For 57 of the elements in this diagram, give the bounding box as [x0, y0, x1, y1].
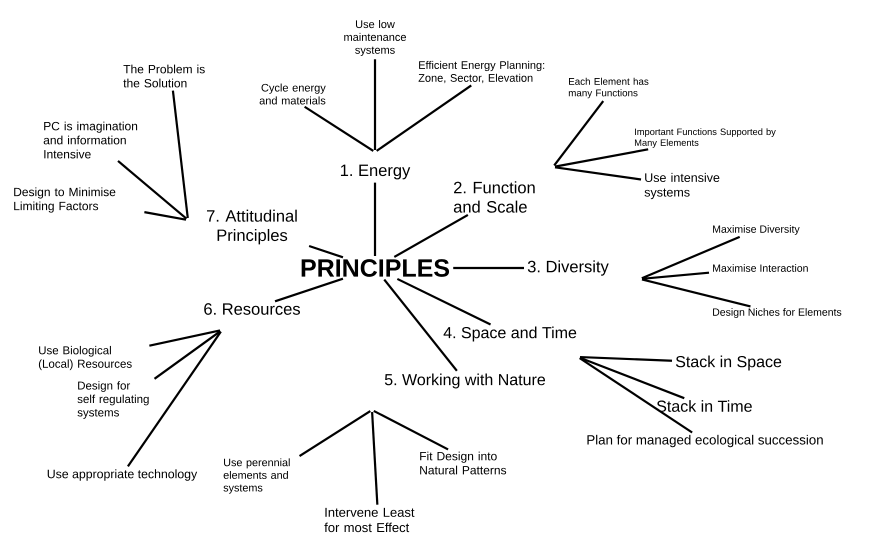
connector-line [172, 90, 189, 218]
leaf-label: Important Functions Supported by Many Elements [634, 128, 776, 148]
leaf-label: Each Element has many Functions [568, 78, 648, 98]
connector-line [274, 278, 344, 302]
connector-line [579, 357, 693, 434]
leaf-label: Use low maintenance systems [344, 20, 406, 56]
leaf-label: Efficient Energy Planning: Zone, Sector, Elevation [418, 60, 544, 84]
leaf-label: Use appropriate technology [48, 469, 198, 481]
connector-line [154, 330, 222, 380]
connector-line [373, 410, 449, 450]
category-label: 4. Space and Time [444, 326, 576, 342]
connector-line [642, 278, 751, 308]
leaf-label: Fit Design into Natural Patterns [420, 452, 506, 474]
connector-line [304, 106, 374, 152]
connector-line [453, 266, 524, 270]
leaf-label: Design for self regulating systems [78, 381, 149, 419]
connector-line [554, 166, 642, 181]
leaf-label: The Problem is the Solution [123, 64, 205, 88]
connector-line [376, 84, 472, 152]
leaf-label: Cycle energy and materials [260, 84, 326, 104]
leaf-label: Intervene Least for most Effect [324, 508, 414, 532]
leaf-label: Design Niches for Elements [713, 308, 842, 318]
category-label: 2. Function and Scale [454, 181, 535, 213]
connector-line [383, 278, 458, 372]
connector-line [117, 160, 188, 220]
connector-line [308, 244, 344, 258]
leaf-label: Use intensive systems [644, 172, 720, 200]
leaf-label: Stack in Space [676, 356, 782, 370]
connector-line [554, 148, 648, 168]
category-label: 7. Attitudinal Principles [207, 210, 297, 244]
leaf-label: Maximise Diversity [713, 225, 800, 235]
connector-line [642, 272, 710, 280]
leaf-label: Plan for managed ecological succession [587, 434, 823, 448]
category-label: 1. Energy [340, 164, 410, 180]
central-heading: PRINCIPLES [302, 259, 450, 277]
connector-line [394, 214, 468, 258]
leaf-label: PC is imagination and information Intensive [44, 122, 138, 158]
connector-line [396, 278, 492, 326]
leaf-label: Use perennial elements and systems [224, 458, 290, 494]
connector-line [579, 356, 685, 400]
connector-line [149, 329, 220, 347]
connector-line [374, 182, 376, 256]
leaf-label: Maximise Interaction [713, 264, 808, 272]
connector-line [144, 211, 186, 221]
connector-line [641, 236, 740, 280]
connector-line [127, 331, 222, 468]
category-label: 5. Working with Nature [384, 374, 546, 388]
connector-line [298, 410, 371, 457]
connector-line [580, 356, 672, 362]
connector-line [374, 59, 376, 150]
category-label: 3. Diversity [528, 260, 609, 276]
category-label: 6. Resources [204, 303, 300, 315]
leaf-label: Stack in Time [656, 400, 752, 412]
leaf-label: Use Biological (Local) Resources [38, 346, 132, 370]
connector-line [371, 412, 378, 505]
connector-line [553, 100, 604, 166]
leaf-label: Design to Minimise Limiting Factors [14, 187, 116, 213]
